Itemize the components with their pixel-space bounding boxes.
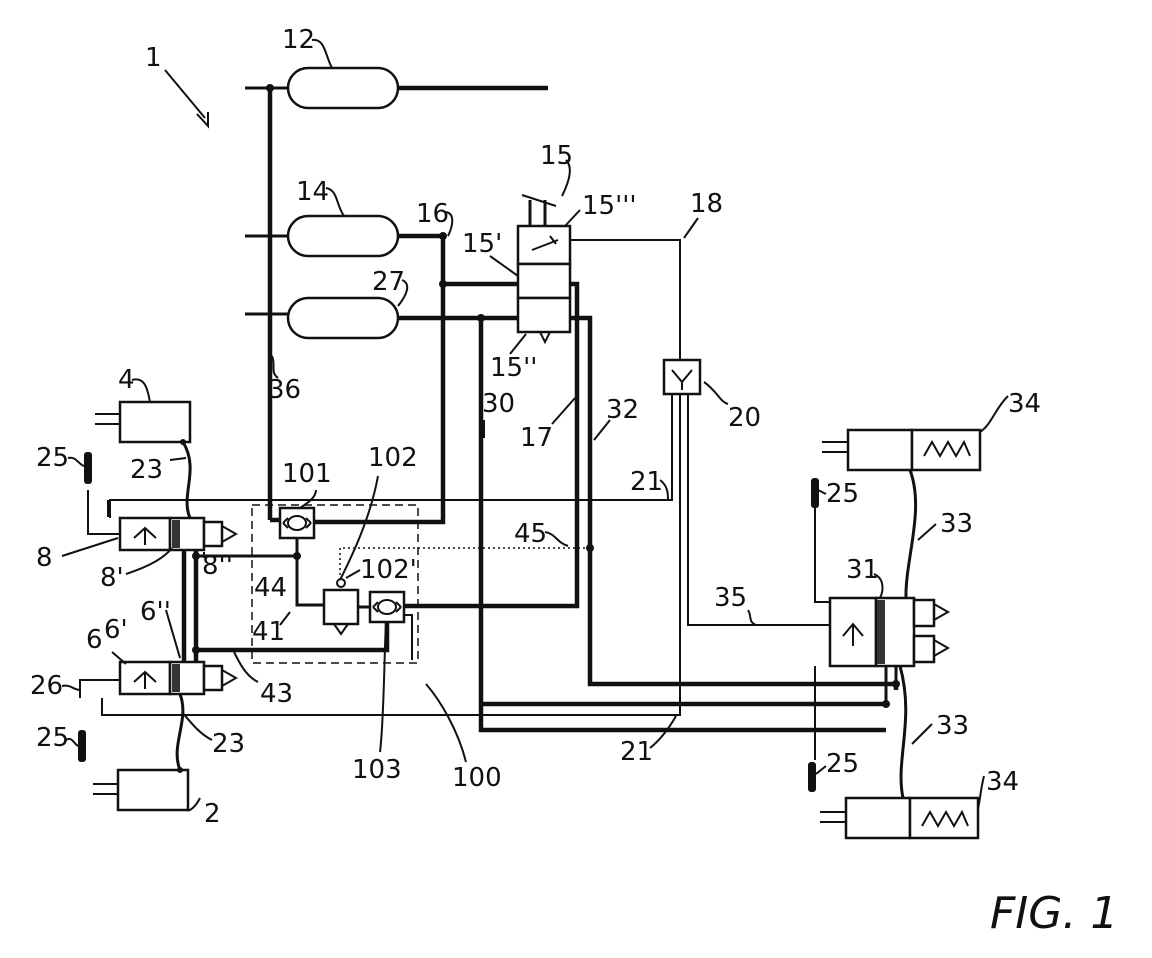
label-25a: 25 [36,443,69,473]
label-6: 6 [86,625,103,655]
label-1: 1 [145,43,162,73]
label-18: 18 [690,189,723,219]
label-15p: 15' [462,229,502,259]
label-31: 31 [846,555,879,585]
label-15ppp: 15''' [582,191,637,221]
label-23a: 23 [130,455,163,485]
valve-20 [664,360,700,394]
label-30: 30 [482,389,515,419]
label-21b: 21 [620,737,653,767]
line-18 [102,240,832,715]
line-27-supply [398,314,886,730]
line-36 [266,84,283,520]
label-8p: 8' [100,563,124,593]
label-45: 45 [514,519,547,549]
figure-caption: FIG. 1 [990,888,1118,939]
label-20: 20 [728,403,761,433]
label-27: 27 [372,267,405,297]
label-43: 43 [260,679,293,709]
label-17: 17 [520,423,553,453]
label-35: 35 [714,583,747,613]
label-15pp: 15'' [490,353,537,383]
double-check-valve-101 [280,508,314,538]
label-33b: 33 [936,711,969,741]
brake-valve-15 [518,195,570,342]
label-2: 2 [204,799,221,829]
double-check-valve-103 [358,592,404,622]
label-102: 102 [368,443,418,473]
label-15: 15 [540,141,573,171]
label-34b: 34 [986,767,1019,797]
label-25b: 25 [36,723,69,753]
label-23b: 23 [212,729,245,759]
label-33a: 33 [940,509,973,539]
label-8pp: 8'' [202,551,233,581]
label-103: 103 [352,755,402,785]
label-6p: 6' [104,615,128,645]
label-16: 16 [416,199,449,229]
relay-valve-31 [815,505,948,760]
label-101: 101 [282,459,332,489]
label-25d: 25 [826,749,859,779]
sensor-25-left [78,452,92,762]
reservoir-27 [288,298,398,338]
label-102p: 102' [360,555,417,585]
reservoir-14 [288,216,398,256]
label-44: 44 [254,573,287,603]
label-14: 14 [296,177,329,207]
valve-102 [293,538,358,634]
label-21a: 21 [630,467,663,497]
label-12: 12 [282,25,315,55]
label-34a: 34 [1008,389,1041,419]
reservoir-12 [288,68,398,108]
label-26: 26 [30,671,63,701]
label-25c: 25 [826,479,859,509]
label-8: 8 [36,543,53,573]
label-41: 41 [252,617,285,647]
label-36: 36 [268,375,301,405]
label-100: 100 [452,763,502,793]
relay-valve-6 [80,662,236,698]
line-16 [312,232,518,522]
sensor-25-right [808,478,819,792]
figure-caption-group: FIG. 1 [990,888,1118,939]
label-32: 32 [606,395,639,425]
actuator-2 [93,694,188,810]
